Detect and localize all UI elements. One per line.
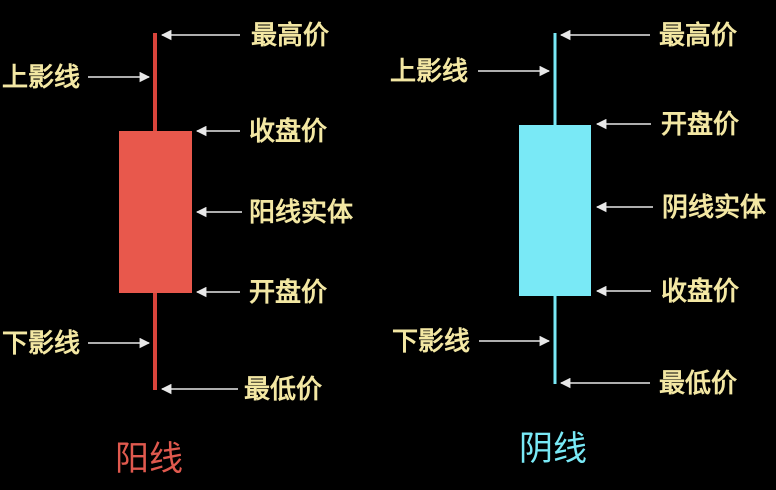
bullish-high-label: 最高价 xyxy=(251,20,330,51)
bullish-candle-group: 最高价 上影线 收盘价 阳线实体 开盘价 下影线 最低价 阳线 xyxy=(2,20,354,479)
bearish-title: 阴线 xyxy=(519,429,587,469)
bearish-lower-shadow-label: 下影线 xyxy=(392,327,470,357)
bullish-open-label: 开盘价 xyxy=(249,277,328,308)
bullish-close-label: 收盘价 xyxy=(249,116,328,147)
bullish-body-label: 阳线实体 xyxy=(249,197,354,228)
bullish-low-label: 最低价 xyxy=(244,375,323,405)
bearish-body xyxy=(519,125,591,296)
bearish-low-label: 最低价 xyxy=(659,369,738,399)
bearish-upper-shadow-label: 上影线 xyxy=(390,57,468,87)
bearish-close-label: 收盘价 xyxy=(661,276,740,307)
bullish-upper-shadow-label: 上影线 xyxy=(2,63,80,93)
bearish-candle-group: 最高价 上影线 开盘价 阴线实体 收盘价 下影线 最低价 阴线 xyxy=(390,20,767,469)
bearish-open-label: 开盘价 xyxy=(661,109,740,140)
bearish-body-label: 阴线实体 xyxy=(662,192,767,223)
bullish-lower-shadow-label: 下影线 xyxy=(2,329,80,359)
bullish-title: 阳线 xyxy=(115,439,183,479)
bullish-body xyxy=(119,131,192,293)
bearish-high-label: 最高价 xyxy=(659,20,738,51)
